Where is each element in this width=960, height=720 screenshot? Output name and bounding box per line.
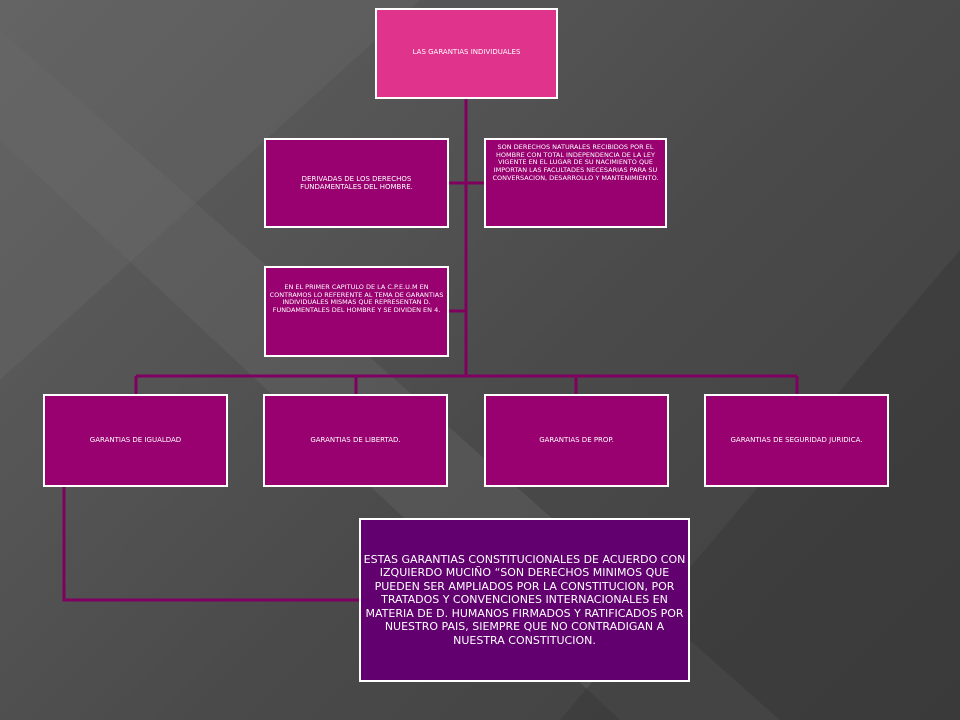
node-derivadas: DERIVADAS DE LOS DERECHOS FUNDAMENTALES …	[264, 138, 449, 228]
node-derechos-naturales: SON DERECHOS NATURALES RECIBIDOS POR EL …	[484, 138, 667, 228]
node-garantias-libertad-label: GARANTIAS DE LIBERTAD.	[310, 436, 401, 444]
node-root-label: LAS GARANTIAS INDIVIDUALES	[412, 48, 521, 56]
node-garantias-igualdad-label: GARANTIAS DE IGUALDAD	[89, 436, 182, 444]
node-estas-garantias-label: ESTAS GARANTIAS CONSTITUCIONALES DE ACUE…	[363, 553, 686, 647]
node-derechos-naturales-label: SON DERECHOS NATURALES RECIBIDOS POR EL …	[492, 143, 659, 182]
node-root: LAS GARANTIAS INDIVIDUALES	[375, 8, 558, 99]
node-capitulo: EN EL PRIMER CAPITULO DE LA C.P.E.U.M EN…	[264, 266, 449, 357]
node-garantias-seguridad: GARANTIAS DE SEGURIDAD JURIDICA.	[704, 394, 889, 487]
node-capitulo-label: EN EL PRIMER CAPITULO DE LA C.P.E.U.M EN…	[269, 283, 444, 314]
node-garantias-prop-label: GARANTIAS DE PROP.	[539, 436, 614, 444]
node-derivadas-label: DERIVADAS DE LOS DERECHOS FUNDAMENTALES …	[300, 174, 413, 191]
node-estas-garantias: ESTAS GARANTIAS CONSTITUCIONALES DE ACUE…	[359, 518, 690, 682]
node-garantias-prop: GARANTIAS DE PROP.	[484, 394, 669, 487]
node-garantias-seguridad-label: GARANTIAS DE SEGURIDAD JURIDICA.	[730, 436, 863, 444]
node-garantias-igualdad: GARANTIAS DE IGUALDAD	[43, 394, 228, 487]
connector-igualdad-estas	[62, 487, 359, 602]
node-garantias-libertad: GARANTIAS DE LIBERTAD.	[263, 394, 448, 487]
